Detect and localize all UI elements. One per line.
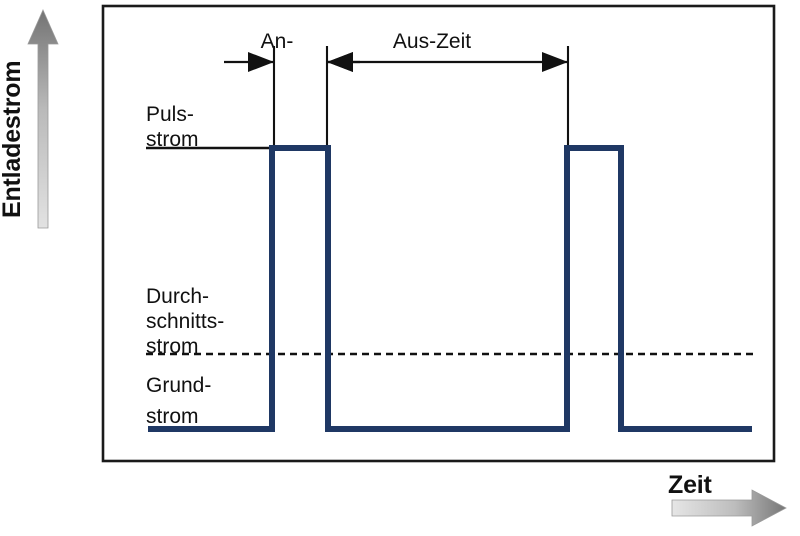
aus-zeit-right-arrowhead xyxy=(542,52,568,72)
aus-zeit-label: Aus-Zeit xyxy=(393,30,471,53)
svg-text:schnitts-: schnitts- xyxy=(146,310,224,333)
svg-text:strom: strom xyxy=(146,128,199,151)
durchschnittsstrom-label: Durch- schnitts- strom xyxy=(146,285,224,358)
svg-text:Puls-: Puls- xyxy=(146,103,194,126)
x-axis-label: Zeit xyxy=(668,471,713,499)
discharge-current-waveform xyxy=(148,145,752,432)
svg-text:Grund-: Grund- xyxy=(146,374,211,397)
timing-guide-lines xyxy=(272,46,570,150)
plot-frame xyxy=(101,4,776,463)
aus-zeit-left-arrowhead xyxy=(327,52,353,72)
grundstrom-label: Grund- strom xyxy=(146,374,211,428)
svg-text:Durch-: Durch- xyxy=(146,285,209,308)
svg-text:strom: strom xyxy=(146,335,199,358)
aus-zeit-dimension xyxy=(327,52,568,72)
an-zeit-label: An- xyxy=(261,30,294,53)
x-axis-arrow xyxy=(671,489,787,527)
svg-text:strom: strom xyxy=(146,405,199,428)
y-axis-label: Entladestrom xyxy=(0,61,26,218)
pulsstrom-label: Puls- strom xyxy=(146,103,199,151)
an-zeit-left-arrowhead xyxy=(248,52,274,72)
y-axis-arrow xyxy=(27,9,59,229)
